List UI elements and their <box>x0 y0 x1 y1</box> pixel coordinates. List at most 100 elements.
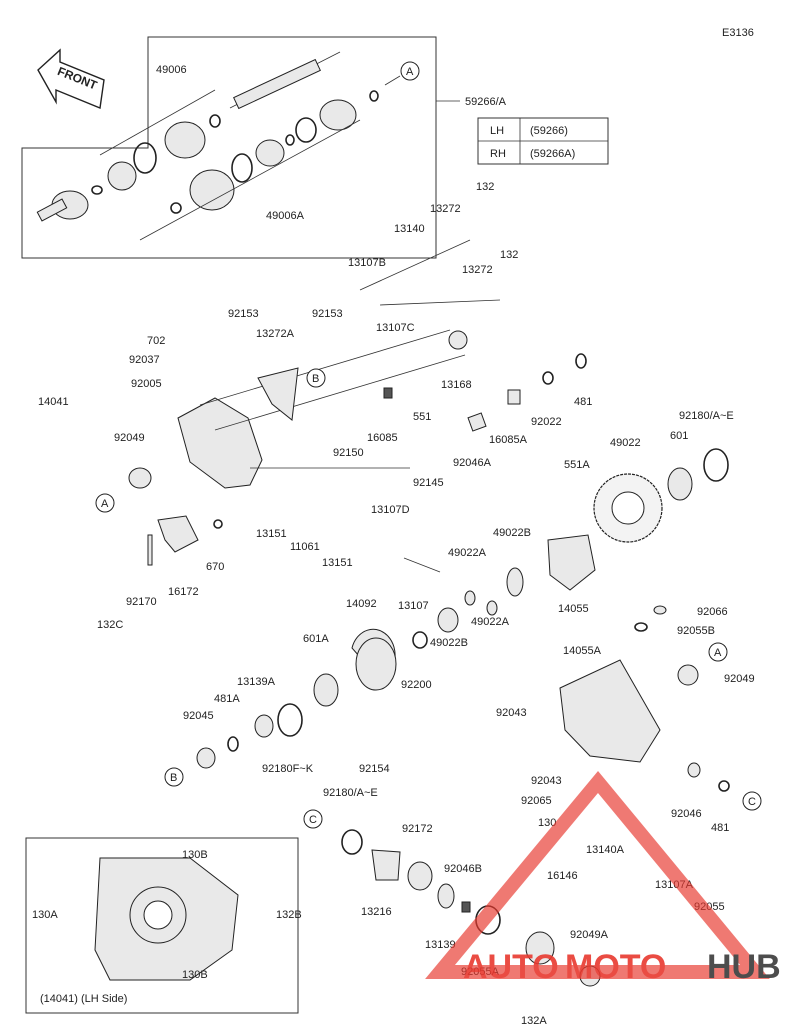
label-92049a: 92049A <box>570 929 609 941</box>
label-49022a-1: 49022A <box>448 547 487 559</box>
label-702: 702 <box>147 335 165 347</box>
label-92200: 92200 <box>401 679 432 691</box>
label-481a: 481A <box>214 693 240 705</box>
label-92037: 92037 <box>129 354 160 366</box>
label-14041: 14041 <box>38 396 69 408</box>
lh-rh-legend: LH (59266) RH (59266A) <box>477 117 609 165</box>
label-14055a: 14055A <box>563 645 602 657</box>
label-49022: 49022 <box>610 437 641 449</box>
label-13107b: 13107B <box>348 257 386 269</box>
label-92153-1: 92153 <box>228 308 259 320</box>
label-92145: 92145 <box>413 477 444 489</box>
label-132b: 132B <box>276 909 302 921</box>
label-92043-1: 92043 <box>496 707 527 719</box>
label-92065: 92065 <box>521 795 552 807</box>
label-59266a: 59266/A <box>465 96 507 108</box>
label-92043-2: 92043 <box>531 775 562 787</box>
label-11061: 11061 <box>290 541 320 553</box>
label-16146: 16146 <box>547 870 578 882</box>
label-13139a: 13139A <box>237 676 276 688</box>
label-92049-1: 92049 <box>114 432 145 444</box>
label-92172: 92172 <box>402 823 433 835</box>
legend-side-rh: RH <box>490 148 506 160</box>
part-labels: 49006 59266/A 49006A 132 13272 13140 131… <box>32 64 755 1027</box>
label-92046: 92046 <box>671 808 702 820</box>
label-130a: 130A <box>32 909 58 921</box>
label-92180fk: 92180F~K <box>262 763 314 775</box>
callout-a-1: A <box>406 66 414 78</box>
label-551: 551 <box>413 411 431 423</box>
label-130b-1: 130B <box>182 849 208 861</box>
watermark-part2: MOTO <box>565 948 666 986</box>
front-arrow: FRONT <box>37 48 105 109</box>
label-481-1: 481 <box>574 396 592 408</box>
label-132-1: 132 <box>476 181 494 193</box>
gearcase-parts <box>128 239 730 987</box>
label-13216: 13216 <box>361 906 392 918</box>
label-49022b-1: 49022B <box>493 527 531 539</box>
label-49006a: 49006A <box>266 210 305 222</box>
label-16085: 16085 <box>367 432 398 444</box>
label-481-2: 481 <box>711 822 729 834</box>
label-601a: 601A <box>303 633 329 645</box>
label-92005: 92005 <box>131 378 162 390</box>
label-132a: 132A <box>521 1015 547 1027</box>
label-13140a: 13140A <box>586 844 625 856</box>
label-13272-2: 13272 <box>462 264 493 276</box>
label-92154: 92154 <box>359 763 390 775</box>
label-14092: 14092 <box>346 598 377 610</box>
inset-caption: (14041) (LH Side) <box>40 993 127 1005</box>
label-92046b: 92046B <box>444 863 482 875</box>
legend-part-lh: (59266) <box>530 125 568 137</box>
callout-a-3: A <box>714 647 722 659</box>
label-130b-2: 130B <box>182 969 208 981</box>
label-551a: 551A <box>564 459 590 471</box>
label-13151-2: 13151 <box>322 557 353 569</box>
label-92180ae-1: 92180/A~E <box>679 410 734 422</box>
label-132c: 132C <box>97 619 123 631</box>
label-16172: 16172 <box>168 586 199 598</box>
callouts: A A A B B C C <box>95 61 762 829</box>
label-92180ae-2: 92180/A~E <box>323 787 378 799</box>
label-92170: 92170 <box>126 596 157 608</box>
watermark-part1: AUTO <box>463 948 559 986</box>
label-132-2: 132 <box>500 249 518 261</box>
drive-shaft-box <box>21 36 460 259</box>
label-49006: 49006 <box>156 64 187 76</box>
label-13151-1: 13151 <box>256 528 287 540</box>
label-13140: 13140 <box>394 223 425 235</box>
legend-part-rh: (59266A) <box>530 148 575 160</box>
label-92049-2: 92049 <box>724 673 755 685</box>
label-670: 670 <box>206 561 224 573</box>
label-92066: 92066 <box>697 606 728 618</box>
label-130: 130 <box>538 817 556 829</box>
callout-c-1: C <box>748 796 756 808</box>
legend-side-lh: LH <box>490 125 504 137</box>
label-92153-2: 92153 <box>312 308 343 320</box>
watermark: AUTO MOTO HUB <box>425 771 781 986</box>
label-601: 601 <box>670 430 688 442</box>
label-16085a: 16085A <box>489 434 528 446</box>
label-14055: 14055 <box>558 603 589 615</box>
label-49022a-2: 49022A <box>471 616 510 628</box>
label-49022b-2: 49022B <box>430 637 468 649</box>
label-13107: 13107 <box>398 600 429 612</box>
label-92150: 92150 <box>333 447 364 459</box>
drive-shaft-parts <box>36 51 401 241</box>
callout-b-1: B <box>312 373 319 385</box>
label-92045: 92045 <box>183 710 214 722</box>
callout-b-2: B <box>170 772 177 784</box>
label-13107c: 13107C <box>376 322 415 334</box>
label-13139: 13139 <box>425 939 456 951</box>
callout-c-2: C <box>309 814 317 826</box>
label-13272-1: 13272 <box>430 203 461 215</box>
callout-a-2: A <box>101 498 109 510</box>
label-92055b: 92055B <box>677 625 715 637</box>
label-92046a: 92046A <box>453 457 492 469</box>
label-13107d: 13107D <box>371 504 410 516</box>
label-13168: 13168 <box>441 379 472 391</box>
page-code: E3136 <box>722 27 754 39</box>
label-92022: 92022 <box>531 416 562 428</box>
lh-side-inset <box>25 837 299 1014</box>
